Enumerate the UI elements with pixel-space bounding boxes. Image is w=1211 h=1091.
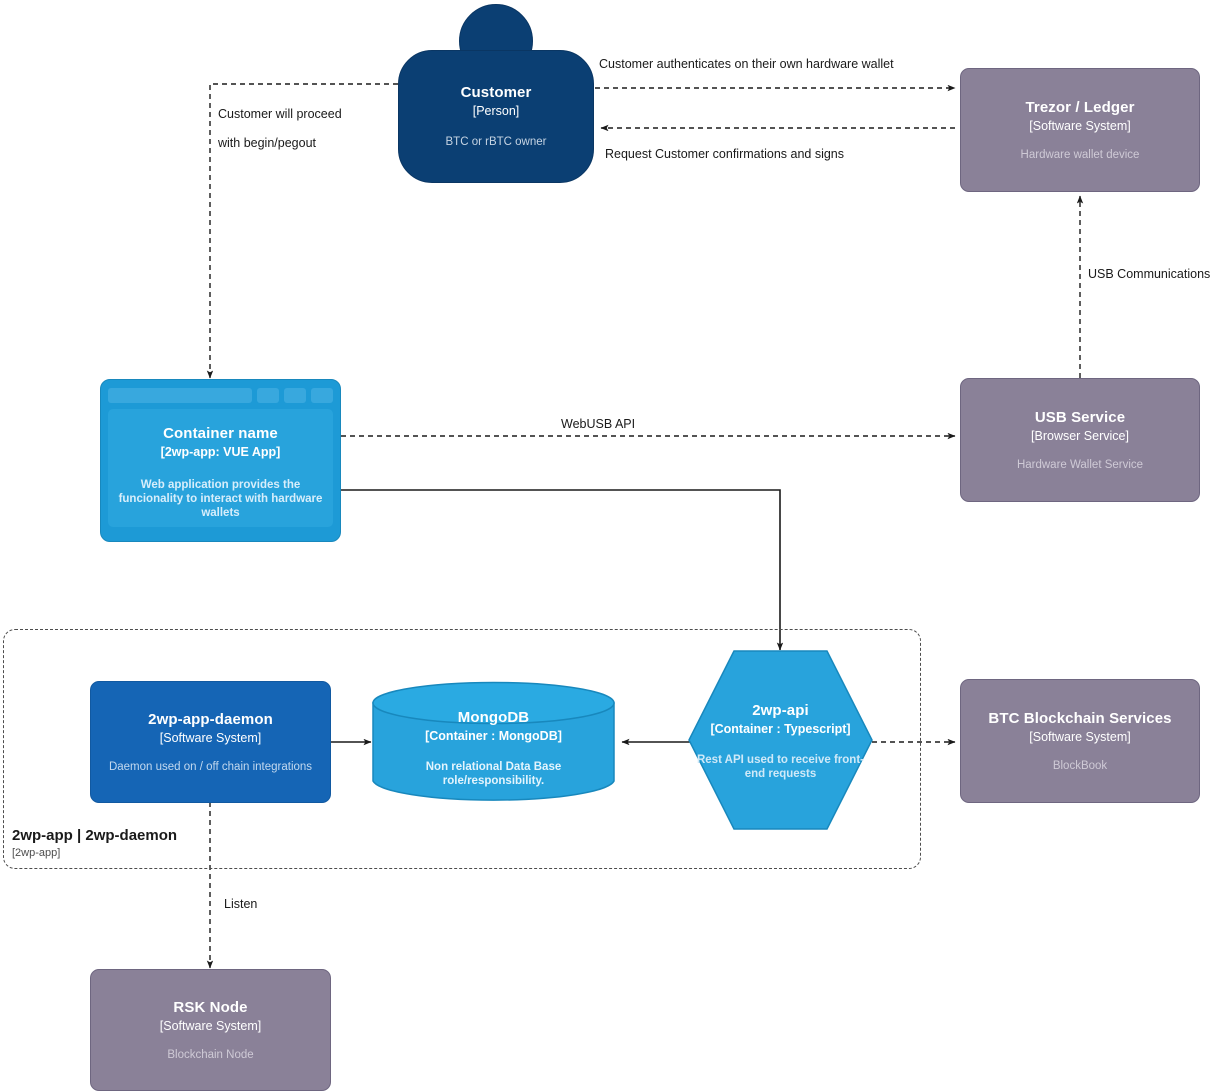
daemon-description: Daemon used on / off chain integrations	[108, 760, 313, 773]
edge-label-customer-to-trezor: Customer authenticates on their own hard…	[599, 57, 894, 71]
boundary-type: [2wp-app]	[12, 847, 61, 859]
boundary-label: 2wp-app | 2wp-daemon [2wp-app]	[12, 826, 312, 860]
node-btc-blockchain-services[interactable]: BTC Blockchain Services [Software System…	[960, 679, 1200, 803]
edge-label-customer-to-container-line1: Customer will proceed	[218, 107, 342, 121]
customer-title: Customer	[460, 84, 532, 101]
node-2wp-app-daemon[interactable]: 2wp-app-daemon [Software System] Daemon …	[90, 681, 331, 803]
edge-label-container-to-usb: WebUSB API	[561, 417, 636, 431]
rsk-node-title: RSK Node	[173, 998, 248, 1016]
usb-service-type: [Browser Service]	[1031, 428, 1129, 443]
btc-services-type: [Software System]	[1029, 729, 1131, 744]
node-trezor-ledger[interactable]: Trezor / Ledger [Software System] Hardwa…	[960, 68, 1200, 192]
rsk-node-type: [Software System]	[159, 1018, 262, 1033]
edge-label-trezor-to-customer: Request Customer confirmations and signs	[605, 147, 845, 161]
trezor-ledger-title: Trezor / Ledger	[1025, 98, 1135, 116]
edge-label-daemon-to-rsk: Listen	[224, 897, 258, 911]
browser-close-icon[interactable]	[311, 387, 333, 403]
api-type: [Container : Typescript]	[710, 722, 851, 736]
btc-services-description: BlockBook	[1052, 759, 1108, 772]
container-name-description: Web application provides the funcionalit…	[118, 478, 323, 519]
customer-description: BTC or rBTC owner	[445, 136, 547, 148]
trezor-ledger-type: [Software System]	[1029, 118, 1131, 133]
node-mongodb[interactable]: MongoDB [Container : MongoDB] Non relati…	[372, 681, 615, 803]
api-text: 2wp-api [Container : Typescript] Rest AP…	[688, 702, 873, 781]
daemon-title: 2wp-app-daemon	[148, 710, 273, 728]
api-title: 2wp-api	[752, 702, 809, 719]
usb-service-description: Hardware Wallet Service	[1016, 458, 1144, 471]
edge-label-customer-to-container-line2: with begin/pegout	[218, 136, 316, 150]
node-2wp-api[interactable]: 2wp-api [Container : Typescript] Rest AP…	[688, 650, 873, 830]
usb-service-title: USB Service	[1034, 408, 1126, 426]
daemon-type: [Software System]	[159, 730, 262, 745]
node-container-name[interactable]: Container name [2wp-app: VUE App] Web ap…	[100, 379, 341, 542]
browser-maximize-icon[interactable]	[284, 387, 306, 403]
boundary-2wp-app	[3, 629, 921, 869]
rsk-node-description: Blockchain Node	[167, 1048, 254, 1061]
node-rsk-node[interactable]: RSK Node [Software System] Blockchain No…	[90, 969, 331, 1091]
mongodb-text: MongoDB [Container : MongoDB] Non relati…	[372, 709, 615, 788]
browser-titlebar	[108, 387, 333, 403]
edge-container-to-api	[341, 489, 784, 651]
edge-customer-to-container	[206, 83, 398, 379]
browser-content: Container name [2wp-app: VUE App] Web ap…	[108, 409, 333, 527]
node-usb-service[interactable]: USB Service [Browser Service] Hardware W…	[960, 378, 1200, 502]
btc-services-title: BTC Blockchain Services	[988, 709, 1172, 727]
api-description: Rest API used to receive front-end reque…	[696, 754, 864, 780]
mongodb-type: [Container : MongoDB]	[425, 729, 562, 743]
boundary-name: 2wp-app | 2wp-daemon	[12, 827, 178, 844]
container-name-type: [2wp-app: VUE App]	[160, 444, 281, 459]
node-customer[interactable]: Customer [Person] BTC or rBTC owner	[398, 4, 594, 183]
customer-type: [Person]	[472, 104, 520, 118]
mongodb-description: Non relational Data Base role/responsibi…	[425, 761, 562, 787]
edge-label-usb-to-trezor: USB Communications	[1088, 267, 1211, 281]
container-name-title: Container name	[163, 424, 278, 442]
customer-body: Customer [Person] BTC or rBTC owner	[398, 50, 594, 183]
trezor-ledger-description: Hardware wallet device	[1020, 148, 1140, 161]
browser-address-bar[interactable]	[108, 387, 252, 403]
mongodb-cylinder-icon	[372, 681, 615, 801]
api-hexagon-icon	[688, 650, 873, 830]
mongodb-title: MongoDB	[457, 709, 530, 726]
browser-minimize-icon[interactable]	[257, 387, 279, 403]
